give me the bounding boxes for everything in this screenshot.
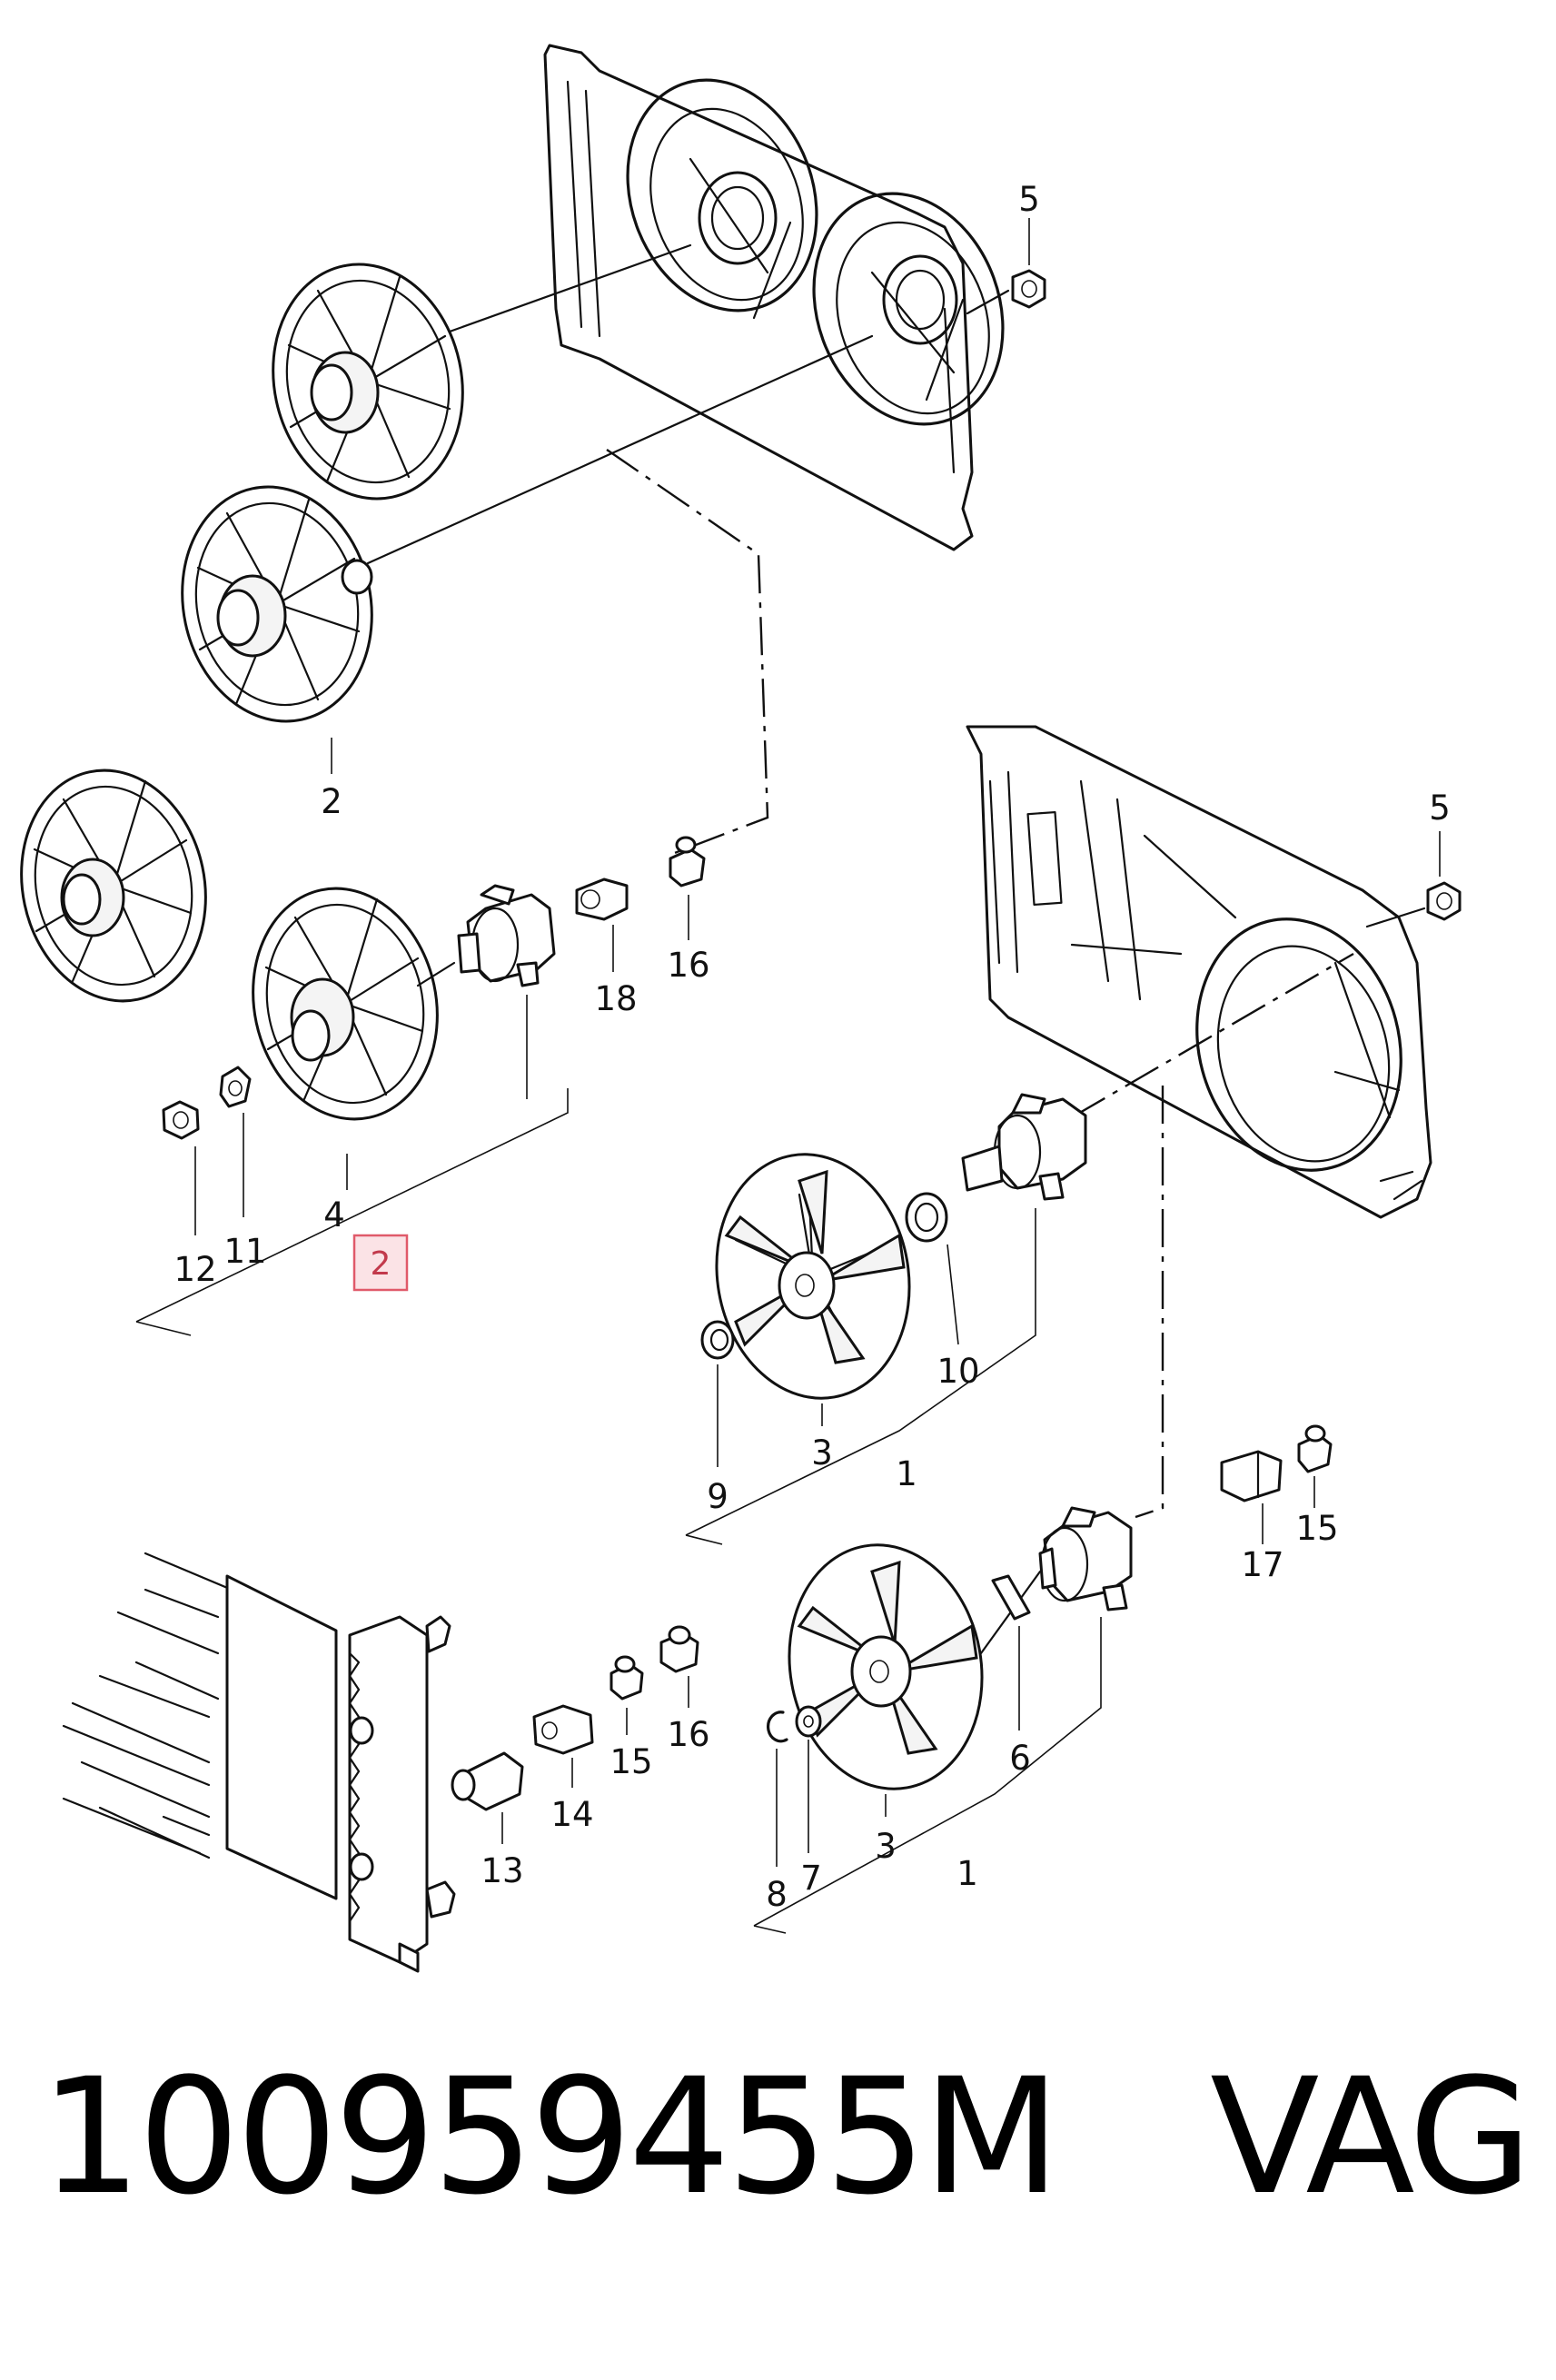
washer-7 bbox=[795, 1705, 822, 1738]
footer: 100959455M VAG bbox=[0, 2044, 1556, 2316]
single-fan-shroud bbox=[966, 725, 1432, 1219]
fan-motor-left bbox=[457, 884, 556, 987]
connector-18 bbox=[575, 878, 629, 921]
callout-16-mid: 16 bbox=[667, 946, 709, 985]
circlip-8 bbox=[767, 1711, 788, 1743]
twin-fan-shroud bbox=[543, 44, 1005, 551]
fan-motor-mid bbox=[961, 1093, 1087, 1201]
callout-5-top: 5 bbox=[1018, 180, 1040, 219]
washer-11 bbox=[219, 1066, 252, 1108]
clip-6 bbox=[991, 1574, 1031, 1621]
thermo-switch-13 bbox=[451, 1751, 524, 1811]
connector-14 bbox=[532, 1704, 594, 1755]
callout-11: 11 bbox=[223, 1232, 266, 1271]
callout-18: 18 bbox=[594, 979, 637, 1018]
fan-motor-low bbox=[1038, 1506, 1133, 1611]
callout-4: 4 bbox=[323, 1195, 345, 1235]
callout-16-low: 16 bbox=[667, 1715, 709, 1754]
callout-13: 13 bbox=[481, 1851, 523, 1890]
svg-text:2: 2 bbox=[371, 1245, 391, 1283]
callout-12: 12 bbox=[173, 1250, 216, 1289]
nut-12 bbox=[162, 1100, 200, 1140]
upper-fan-wheel-a bbox=[272, 263, 464, 501]
connector-17 bbox=[1220, 1450, 1283, 1502]
brand-name: VAG bbox=[1210, 2044, 1532, 2230]
fan-wheel-mid bbox=[715, 1153, 911, 1400]
shroud-nut-right bbox=[1426, 881, 1462, 921]
callout-17: 17 bbox=[1241, 1545, 1283, 1584]
upper-fan-wheel-b bbox=[181, 485, 373, 723]
callout-6: 6 bbox=[1009, 1739, 1031, 1778]
shroud-nut-top bbox=[1011, 269, 1046, 309]
plug-16-mid bbox=[669, 836, 706, 888]
callout-2-upper: 2 bbox=[321, 782, 342, 821]
callout-1-low: 1 bbox=[956, 1854, 978, 1893]
highlighted-callout-2: 2 bbox=[352, 1234, 409, 1292]
callout-9: 9 bbox=[707, 1477, 728, 1516]
callout-15-low: 15 bbox=[610, 1742, 652, 1781]
callout-5-right: 5 bbox=[1429, 788, 1451, 828]
callout-1-mid: 1 bbox=[896, 1454, 917, 1493]
clip-9 bbox=[700, 1320, 735, 1360]
clip-10 bbox=[905, 1192, 948, 1243]
radiator bbox=[62, 1552, 456, 1973]
callout-7: 7 bbox=[800, 1859, 822, 1898]
callout-15-right: 15 bbox=[1295, 1509, 1338, 1548]
fan-wheel-rear bbox=[20, 769, 207, 1003]
fan-wheel-front bbox=[252, 887, 439, 1121]
fan-wheel-low bbox=[788, 1543, 984, 1790]
callout-3-low: 3 bbox=[875, 1827, 897, 1866]
plug-15-low bbox=[610, 1655, 644, 1701]
plug-15-right bbox=[1297, 1424, 1333, 1473]
part-number: 100959455M bbox=[40, 2044, 1061, 2230]
callout-8: 8 bbox=[766, 1875, 788, 1914]
callout-10: 10 bbox=[937, 1352, 979, 1391]
callout-3-mid: 3 bbox=[811, 1433, 833, 1473]
callout-14: 14 bbox=[550, 1795, 593, 1834]
plug-16-low bbox=[659, 1625, 699, 1673]
